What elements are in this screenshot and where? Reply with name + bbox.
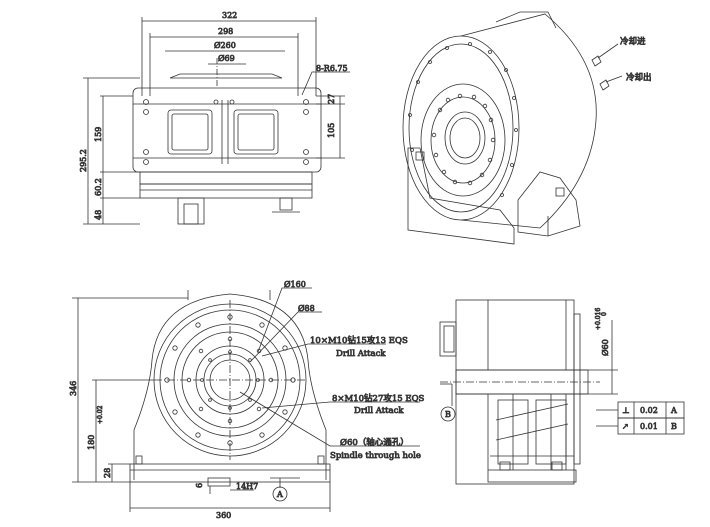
dim-159: 159 (94, 127, 103, 142)
note-holes-1-en: Drill Attack (336, 349, 386, 359)
note-spindle-en: Spindle through hole (330, 451, 421, 461)
datum-b: B (445, 410, 451, 419)
dim-346: 346 (69, 381, 78, 396)
gdt-2-value: 0.01 (640, 422, 658, 431)
dim-69: Ø69 (218, 54, 235, 63)
tol-180: +0.02 (97, 405, 104, 424)
dim-60: 60.2 (94, 178, 103, 196)
dim-fillet: 8-R6.75 (316, 64, 348, 73)
datum-a: A (276, 490, 283, 499)
dim-360: 360 (216, 511, 231, 520)
note-spindle: Ø60（轴心通孔） (340, 437, 409, 448)
dim-260: Ø260 (214, 41, 236, 50)
isometric-view: 冷却进 冷却出 (402, 11, 652, 245)
dim-298: 298 (218, 27, 233, 36)
gdt-1-datum: A (670, 406, 677, 415)
dim-dia-60: Ø60 (601, 339, 610, 356)
tol-upper: +0.016 (595, 308, 602, 330)
note-holes-2-en: Drill Attack (354, 406, 404, 416)
bottom-view: Ø160 Ø88 10×M10钻15攻13 EQS Drill Attack 8… (69, 280, 425, 521)
dim-180: 180 (87, 435, 96, 450)
dim-6: 6 (195, 483, 204, 488)
dim-27: 27 (327, 94, 336, 104)
gdt-2-datum: B (671, 422, 677, 431)
dim-dia-88: Ø88 (298, 304, 315, 313)
tol-lower: 0 (601, 312, 608, 316)
gdt-2-symbol: ↗ (622, 422, 629, 431)
gdt-1-symbol: ⊥ (622, 406, 630, 415)
dim-14h7: 14H7 (236, 482, 258, 491)
dim-48: 48 (94, 210, 103, 220)
note-holes-2: 8×M10钻27攻15 EQS (332, 393, 425, 404)
side-view: Ø60 +0.016 0 B ⊥ 0.02 A ↗ 0.01 B (439, 299, 685, 485)
label-coolant-out: 冷却出 (626, 72, 652, 83)
front-view: 322 298 Ø260 Ø69 (79, 11, 350, 225)
dim-322: 322 (222, 11, 237, 20)
dim-dia-160: Ø160 (284, 280, 306, 289)
dim-105: 105 (327, 123, 336, 138)
dim-295: 295.2 (79, 149, 88, 172)
dim-28: 28 (103, 468, 112, 478)
gdt-1-value: 0.02 (640, 406, 658, 415)
label-coolant-in: 冷却进 (620, 36, 646, 47)
note-holes-1: 10×M10钻15攻13 EQS (310, 335, 408, 346)
